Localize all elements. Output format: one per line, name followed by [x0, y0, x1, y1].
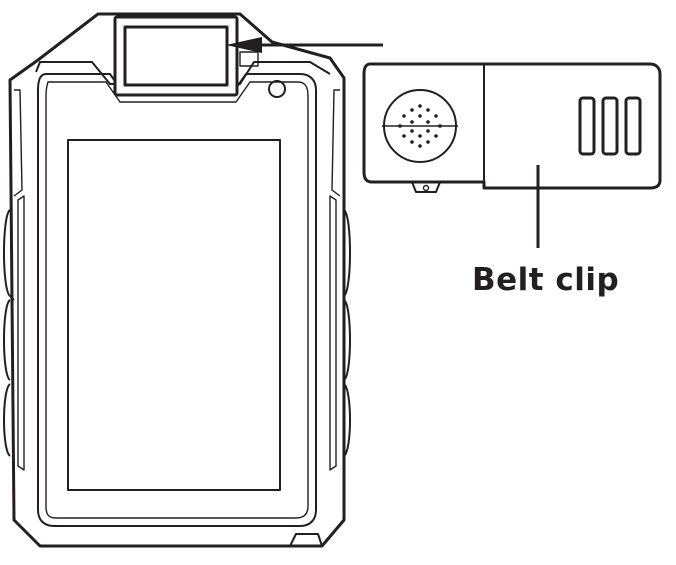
clip-vent-slot-2	[601, 96, 619, 156]
camera-body	[3, 12, 351, 548]
camera-left-button-upper	[3, 209, 15, 301]
lens-pointer-arrowhead	[226, 37, 262, 53]
lens-pointer-arrow	[226, 37, 383, 53]
camera-outer-housing	[8, 12, 346, 548]
camera-lens-housing	[113, 15, 239, 97]
clip-bottom-screw	[422, 184, 430, 192]
camera-left-side-edge	[13, 89, 23, 197]
camera-right-rail	[329, 195, 337, 471]
clip-vent-slot-1	[578, 96, 596, 156]
camera-left-button-lower	[3, 383, 11, 457]
clip-vent-slot-3	[624, 96, 642, 156]
camera-left-button-middle	[3, 299, 11, 381]
camera-right-button-lower	[343, 383, 351, 457]
camera-right-button-upper	[343, 209, 351, 297]
camera-inner-frame	[37, 73, 317, 527]
camera-right-button-middle	[343, 299, 351, 381]
camera-lens-window	[123, 25, 229, 87]
camera-left-rail	[17, 195, 25, 471]
camera-screen	[67, 139, 281, 491]
clip-bottom-tab	[411, 181, 441, 193]
camera-bottom-foot	[289, 533, 323, 547]
belt-clip-label: Belt clip	[472, 262, 620, 298]
belt-clip	[362, 62, 662, 193]
speaker-holes	[398, 104, 442, 148]
camera-bezel-line	[45, 81, 309, 519]
camera-right-side-edge	[331, 89, 341, 197]
camera-sensor-indicator	[268, 80, 286, 98]
camera-lens-tab	[239, 51, 259, 67]
